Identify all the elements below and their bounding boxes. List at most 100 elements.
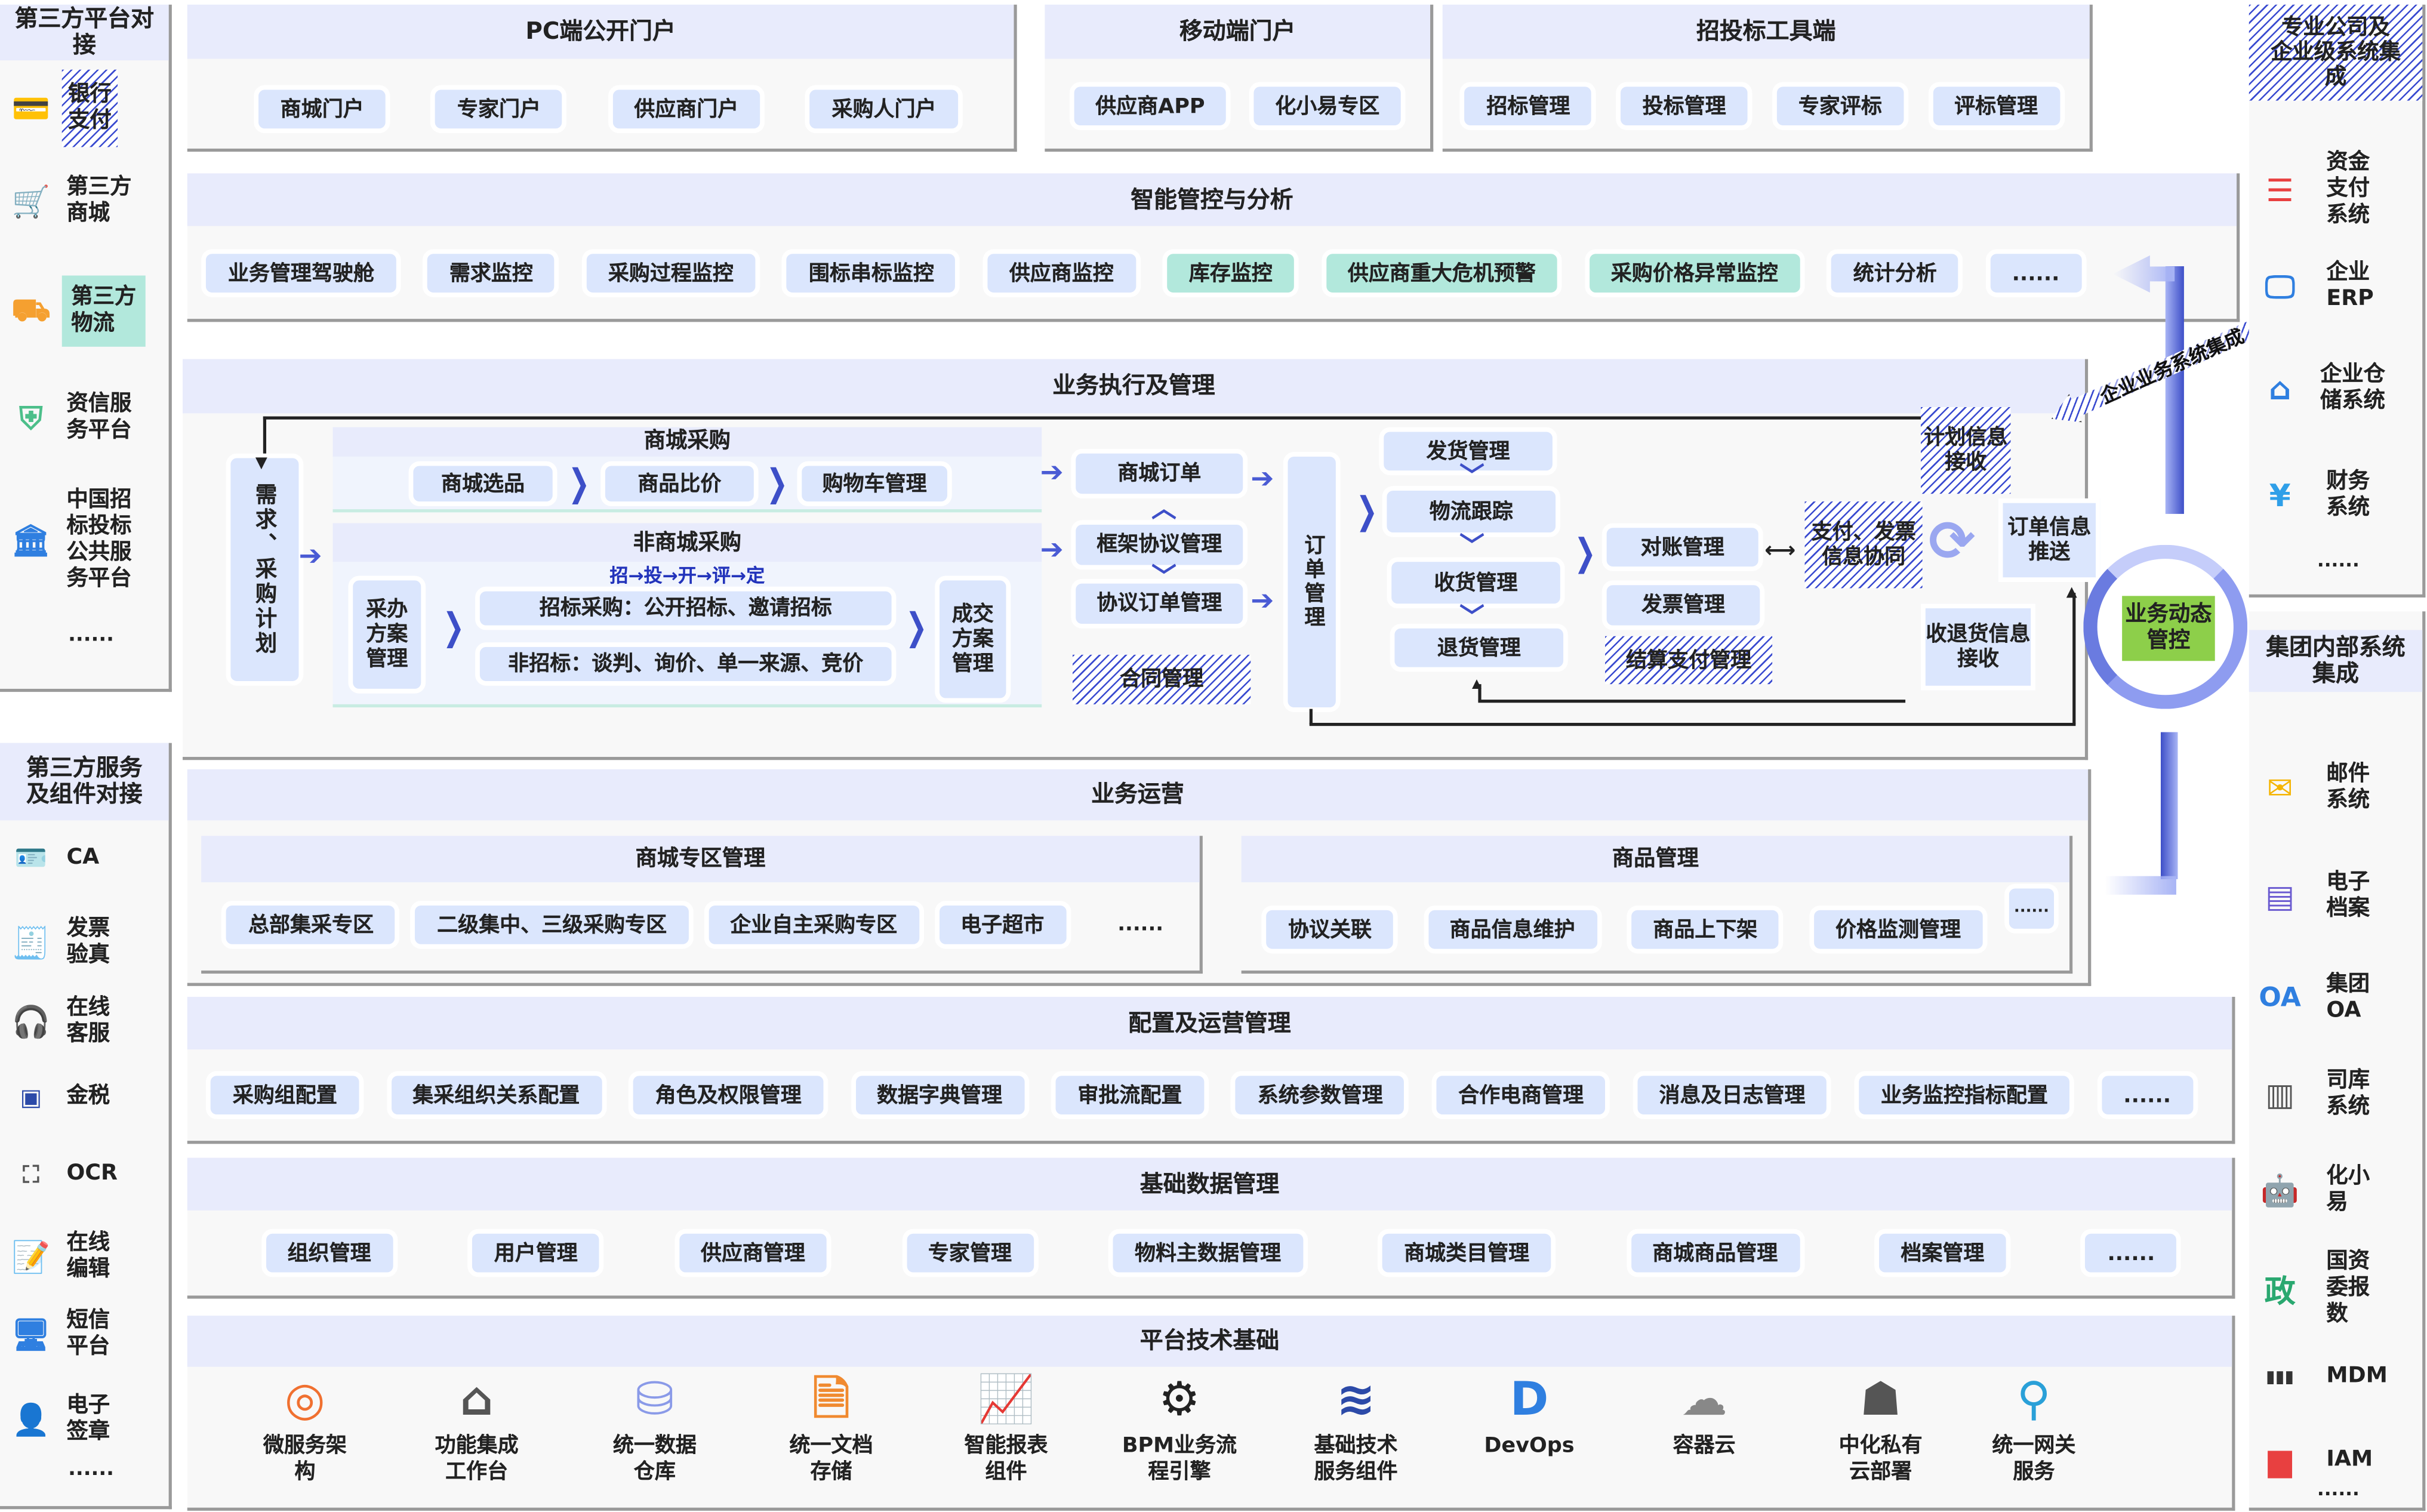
item-mdm[interactable]: ▮▮▮MDM [2249, 1360, 2419, 1393]
item-credit-service[interactable]: ⛨资信服 务平台 [0, 389, 170, 448]
goods-chip[interactable]: 协议关联 [1261, 905, 1399, 954]
item-fund-payment[interactable]: ☰资金 支付 系统 [2249, 147, 2419, 232]
item-finance[interactable]: ¥财务 系统 [2249, 466, 2419, 525]
item-online-service[interactable]: 🎧在线 客服 [0, 992, 170, 1051]
monitor-chip[interactable]: 采购价格异常监控 [1584, 249, 1804, 297]
item-bank-payment[interactable]: 💳银行 支付 [0, 69, 170, 147]
settlement-mgmt-chip[interactable]: 结算支付管理 [1605, 636, 1773, 685]
data-chip[interactable]: 供应商管理 [674, 1228, 831, 1277]
payment-sync-chip[interactable]: 支付、发票信息协同 [1804, 501, 1923, 589]
monitor-chip[interactable]: 统计分析 [1827, 249, 1963, 297]
platform-item[interactable]: ⚲统一网关 服务 [1949, 1368, 2119, 1486]
returns-mgmt-chip[interactable]: 退货管理 [1390, 624, 1568, 672]
order-mgmt-box[interactable]: 订单管理 [1283, 452, 1341, 712]
mall-order-chip[interactable]: 商城订单 [1071, 448, 1248, 498]
config-chip[interactable]: 业务监控指标配置 [1854, 1071, 2075, 1119]
tool-chip[interactable]: 招标管理 [1460, 82, 1597, 130]
zone-chip[interactable]: 总部集采专区 [221, 901, 401, 949]
goods-chip[interactable]: 价格监测管理 [1809, 905, 1988, 954]
non-bidding-procurement-chip[interactable]: 非招标：谈判、询价、单一来源、竞价 [475, 642, 897, 686]
item-treasury[interactable]: ▥司库 系统 [2249, 1065, 2419, 1124]
item-warehouse[interactable]: ⌂企业仓 储系统 [2249, 359, 2419, 418]
more-chip[interactable]: ...... [2004, 883, 2059, 934]
portal-chip[interactable]: 供应商APP [1069, 82, 1231, 130]
config-chip[interactable]: 审批流配置 [1051, 1071, 1209, 1119]
platform-item[interactable]: ◎微服务架 构 [220, 1368, 390, 1486]
framework-agreement-chip[interactable]: 框架协议管理 [1071, 520, 1248, 570]
logistics-tracking-chip[interactable]: 物流跟踪 [1382, 486, 1560, 537]
config-chip[interactable]: 集采组织关系配置 [386, 1071, 606, 1119]
item-e-signature[interactable]: 👤电子 签章 [0, 1390, 170, 1449]
deal-mgmt-box[interactable]: 成交方案管理 [935, 575, 1011, 703]
zone-chip[interactable]: 电子超市 [934, 901, 1071, 949]
config-chip[interactable]: 合作电商管理 [1432, 1071, 1610, 1119]
order-push-chip[interactable]: 订单信息推送 [1998, 498, 2100, 583]
item-enterprise-erp[interactable]: 🖵企业 ERP [2249, 257, 2419, 316]
platform-item[interactable]: ⚙BPM业务流 程引擎 [1094, 1368, 1264, 1486]
platform-item[interactable]: ⌂功能集成 工作台 [392, 1368, 562, 1486]
monitor-chip[interactable]: 围标串标监控 [782, 249, 960, 297]
item-e-archive[interactable]: ▤电子 档案 [2249, 867, 2419, 926]
plan-mgmt-box[interactable]: 采办方案管理 [348, 575, 426, 694]
config-chip[interactable]: 消息及日志管理 [1633, 1071, 1832, 1119]
config-chip[interactable]: 数据字典管理 [850, 1071, 1029, 1119]
item-sms-platform[interactable]: 🖥短信 平台 [0, 1305, 170, 1364]
data-chip[interactable]: 商城类目管理 [1378, 1228, 1556, 1277]
demand-plan-box[interactable]: 需求、采购计划 [226, 453, 304, 686]
monitor-chip[interactable]: 库存监控 [1162, 249, 1299, 297]
plan-receive-chip[interactable]: 计划信息接收 [1921, 407, 2011, 494]
bidding-procurement-chip[interactable]: 招标采购：公开招标、邀请招标 [475, 586, 897, 630]
config-chip[interactable]: ...... [2097, 1071, 2198, 1119]
monitor-chip[interactable]: 采购过程监控 [581, 249, 760, 297]
item-huaxiaoyi[interactable]: 🤖化小 易 [2249, 1161, 2419, 1220]
receiving-mgmt-chip[interactable]: 收货管理 [1387, 557, 1565, 609]
config-chip[interactable]: 角色及权限管理 [629, 1071, 828, 1119]
data-chip[interactable]: 组织管理 [261, 1228, 398, 1277]
portal-chip[interactable]: 化小易专区 [1249, 82, 1406, 130]
portal-chip[interactable]: 商城门户 [254, 85, 390, 134]
mall-select-chip[interactable]: 商城选品 [408, 461, 558, 506]
item-mail[interactable]: ✉邮件 系统 [2249, 759, 2419, 818]
item-ocr[interactable]: ⛶OCR [0, 1158, 170, 1190]
item-bidding-public-platform[interactable]: 🏛中国招 标投标 公共服 务平台 [0, 485, 170, 596]
data-chip[interactable]: 档案管理 [1874, 1228, 2011, 1277]
platform-item[interactable]: ⛁统一数据 仓库 [569, 1368, 740, 1486]
tool-chip[interactable]: 评标管理 [1928, 82, 2065, 130]
zone-chip[interactable]: 企业自主采购专区 [704, 901, 924, 949]
data-chip[interactable]: 商城商品管理 [1626, 1228, 1804, 1277]
item-third-party-mall[interactable]: 🛒第三方 商城 [0, 172, 170, 231]
reconcile-mgmt-chip[interactable]: 对账管理 [1601, 523, 1763, 571]
delivery-mgmt-chip[interactable]: 发货管理 [1379, 427, 1557, 476]
monitor-chip[interactable]: 需求监控 [423, 249, 560, 297]
item-online-edit[interactable]: 📝在线 编辑 [0, 1227, 170, 1286]
tool-chip[interactable]: 投标管理 [1616, 82, 1753, 130]
cart-mgmt-chip[interactable]: 购物车管理 [797, 461, 952, 506]
platform-item[interactable]: ≋基础技术 服务组件 [1271, 1368, 1441, 1486]
data-chip[interactable]: 物料主数据管理 [1108, 1228, 1308, 1277]
item-iam[interactable]: ▆IAM [2249, 1441, 2419, 1478]
goods-chip[interactable]: 商品上下架 [1627, 905, 1784, 954]
monitor-chip[interactable]: 业务管理驾驶舱 [201, 249, 401, 297]
tool-chip[interactable]: 专家评标 [1772, 82, 1908, 130]
config-chip[interactable]: 系统参数管理 [1231, 1071, 1409, 1119]
return-receive-chip[interactable]: 收退货信息接收 [1921, 603, 2035, 691]
item-third-party-logistics[interactable]: ⛟第三方 物流 [0, 275, 170, 347]
portal-chip[interactable]: 专家门户 [430, 85, 568, 134]
data-chip[interactable]: 专家管理 [901, 1228, 1039, 1277]
config-chip[interactable]: 采购组配置 [206, 1071, 364, 1119]
item-golden-tax[interactable]: ▣金税 [0, 1080, 170, 1113]
item-ca[interactable]: 🪪CA [0, 842, 170, 874]
data-chip[interactable]: ...... [2081, 1228, 2182, 1277]
monitor-chip[interactable]: 供应商重大危机预警 [1321, 249, 1562, 297]
item-sasac-report[interactable]: 政国资 委报 数 [2249, 1246, 2419, 1331]
item-invoice-verify[interactable]: 🧾发票 验真 [0, 913, 170, 972]
data-chip[interactable]: 用户管理 [467, 1228, 604, 1277]
invoice-mgmt-chip[interactable]: 发票管理 [1601, 580, 1765, 630]
platform-item[interactable]: ☗中化私有 云部署 [1795, 1368, 1966, 1486]
zone-chip[interactable]: 二级集中、三级采购专区 [410, 901, 694, 949]
monitor-chip[interactable]: 供应商监控 [982, 249, 1140, 297]
agreement-order-chip[interactable]: 协议订单管理 [1071, 578, 1248, 629]
platform-item[interactable]: ☁容器云 [1619, 1368, 1789, 1459]
